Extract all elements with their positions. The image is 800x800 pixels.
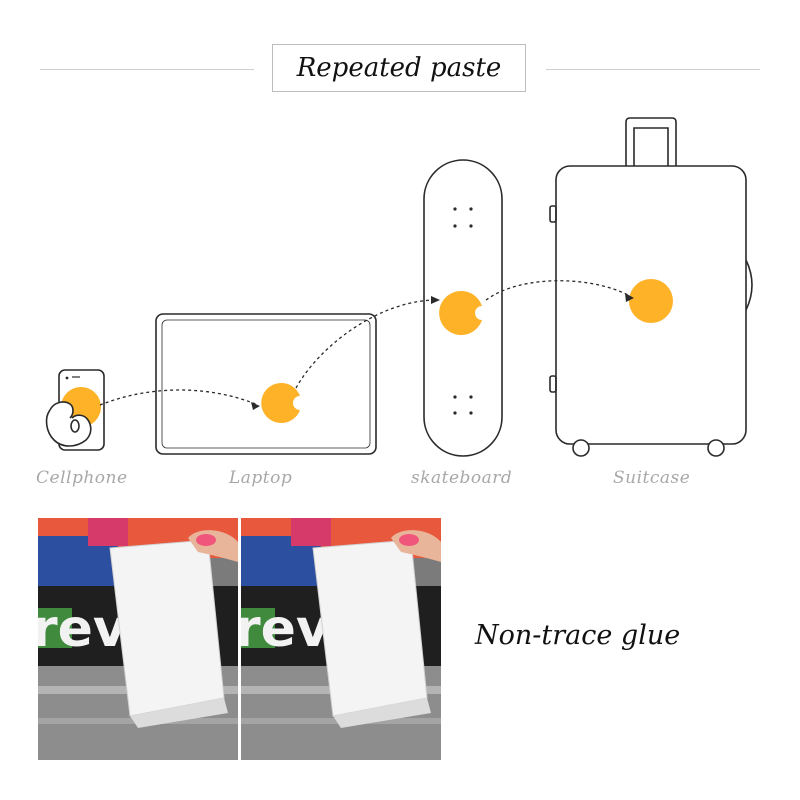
feature-caption: Non-trace glue (475, 620, 681, 651)
arrow-skateboard-to-suitcase (485, 280, 631, 301)
arrow-cellphone-to-laptop (99, 389, 259, 406)
photo-sign-text: rev (241, 599, 330, 659)
page-title: Repeated paste (296, 53, 502, 83)
laptop-inner-edge (161, 319, 371, 449)
label-suitcase: Suitcase (613, 468, 691, 488)
title-box: Repeated paste (272, 44, 526, 92)
transfer-arrows (99, 280, 631, 406)
label-skateboard: skateboard (411, 468, 513, 488)
arrow-laptop-to-skateboard (295, 299, 438, 389)
title-rule-left (40, 69, 254, 70)
skateboard-bolts (453, 207, 473, 415)
arrow-heads (251, 293, 634, 410)
sticker-dot-suitcase (629, 279, 673, 323)
hand-icon (45, 401, 92, 447)
title-rule-right (546, 69, 760, 70)
peel-photo-2: rev (241, 518, 441, 760)
device-illustration (45, 117, 753, 457)
laptop-illustration (155, 313, 377, 455)
label-cellphone: Cellphone (36, 468, 128, 488)
sticker-dot-skateboard (439, 291, 482, 336)
sticker-dot-laptop (261, 383, 300, 424)
peel-photo-1: rev (38, 518, 238, 760)
photo-sign-text: rev (38, 599, 127, 659)
label-laptop: Laptop (229, 468, 293, 488)
